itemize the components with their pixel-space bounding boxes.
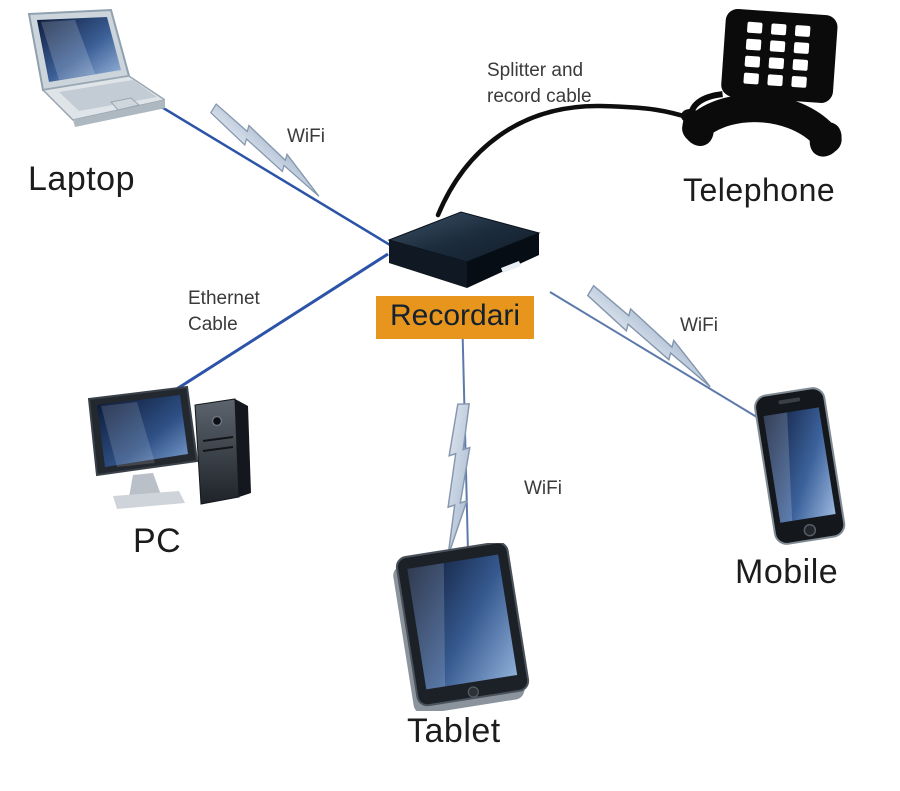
phone-cable xyxy=(435,103,693,218)
pc-label: PC xyxy=(133,522,182,560)
mobile-label: Mobile xyxy=(735,553,839,591)
mobile-icon xyxy=(750,386,850,551)
recordari-box-icon xyxy=(383,206,545,292)
wifi-bolt-laptop-icon xyxy=(209,103,320,197)
wifi-bolt-mobile-icon xyxy=(586,284,711,388)
tablet-icon xyxy=(392,543,532,711)
telephone-icon xyxy=(680,5,850,170)
recordari-label: Recordari xyxy=(376,296,535,339)
splitter-cable-label: Splitter and record cable xyxy=(487,60,592,107)
laptop-icon xyxy=(15,8,165,136)
pc-icon xyxy=(85,383,253,525)
telephone-label: Telephone xyxy=(683,172,836,208)
wifi-link-mobile xyxy=(549,291,766,423)
wifi-bolt-tablet-icon xyxy=(447,403,471,557)
laptop-label: Laptop xyxy=(28,160,135,198)
wifi-label-tablet: WiFi xyxy=(524,478,562,499)
wifi-label-mobile: WiFi xyxy=(680,315,718,336)
wifi-link-laptop xyxy=(149,98,396,250)
ethernet-cable-label: Ethernet Cable xyxy=(188,288,260,335)
ethernet-link-pc xyxy=(171,252,389,394)
wifi-label-laptop: WiFi xyxy=(287,126,325,147)
tablet-label: Tablet xyxy=(407,712,501,750)
